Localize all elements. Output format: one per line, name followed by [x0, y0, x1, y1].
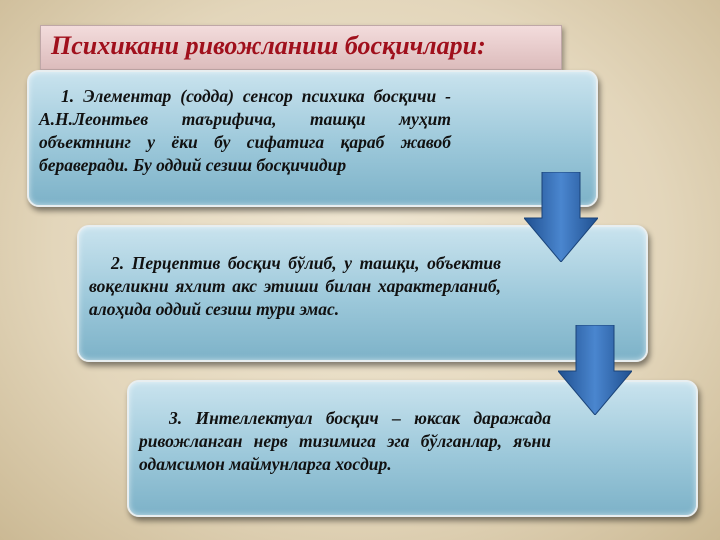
slide-title-box: Психикани ривожланиш босқичлари:	[40, 25, 562, 70]
stage-box-1: 1. Элементар (содда) сенсор психика босқ…	[27, 70, 598, 207]
stage-text-3: 3. Интеллектуал босқич – юксак даражада …	[139, 408, 551, 474]
down-arrow-icon	[558, 325, 632, 415]
stage-box-3: 3. Интеллектуал босқич – юксак даражада …	[127, 380, 698, 517]
slide-title: Психикани ривожланиш босқичлари:	[51, 31, 486, 60]
stage-text-1: 1. Элементар (содда) сенсор психика босқ…	[39, 86, 451, 175]
stage-text-2: 2. Перцептив босқич бўлиб, у ташқи, объе…	[89, 253, 501, 319]
down-arrow-icon	[524, 172, 598, 262]
